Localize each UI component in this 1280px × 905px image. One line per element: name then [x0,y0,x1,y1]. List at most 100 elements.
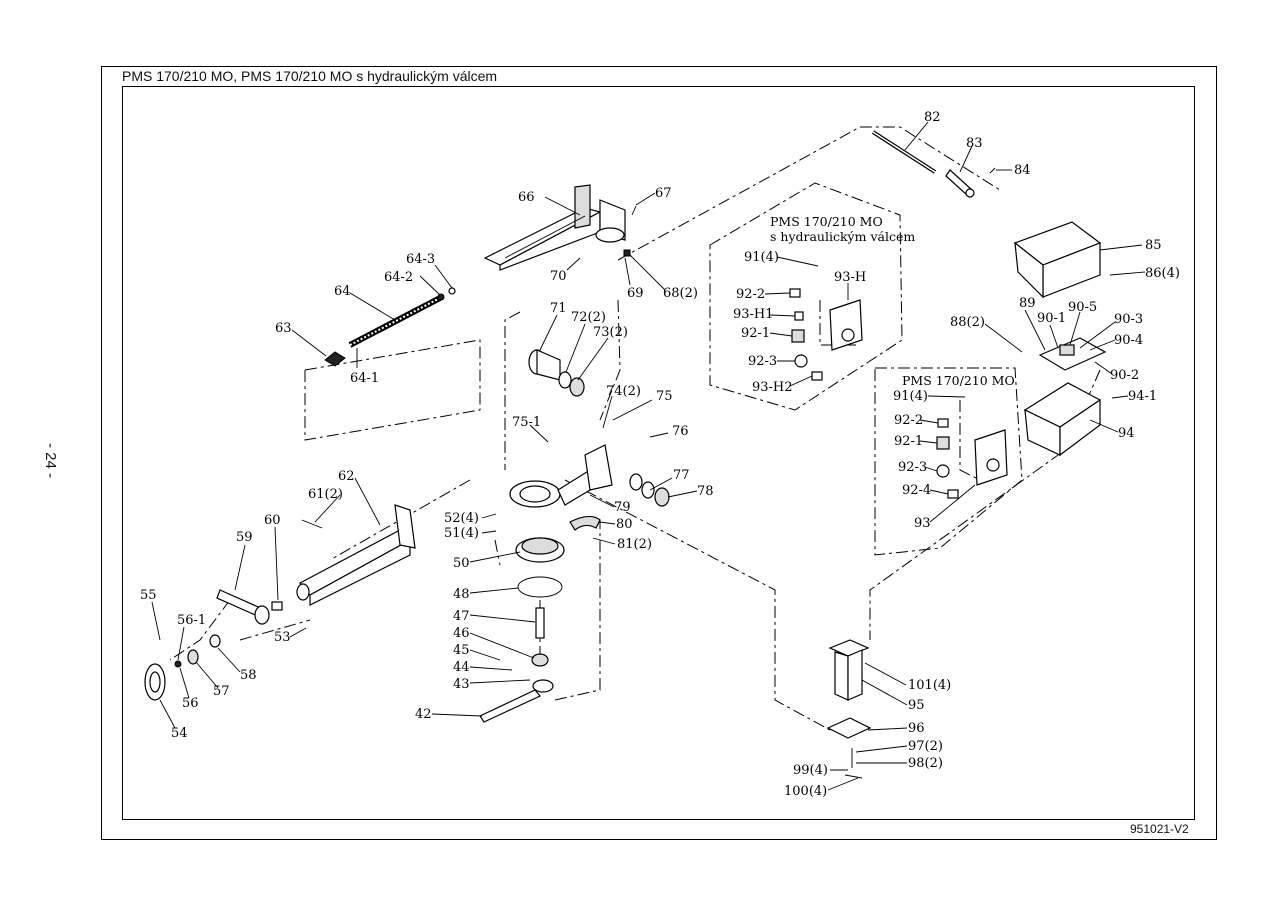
part-label: 78 [697,484,714,499]
part-label: 64-3 [406,252,435,267]
part-label: 68(2) [663,286,698,301]
part-85-cover [1013,221,1102,299]
part-label: 72(2) [571,310,606,325]
part-80-scale [569,515,601,531]
part-label: 58 [240,668,257,683]
part-label: 55 [140,588,157,603]
part-label: 93-H1 [733,307,774,322]
part-label: 56-1 [177,613,206,628]
parts-97-100-fasteners [844,748,863,779]
part-label: 75-1 [512,415,541,430]
part-label: 59 [236,530,253,545]
part-label: 93 [914,516,931,531]
part-label: 94-1 [1128,389,1157,404]
part-label: 92-2 [894,413,923,428]
part-label: 93-H [834,270,866,285]
part-label: 95 [908,698,925,713]
drawing-frame [122,86,1195,820]
part-label: 57 [213,684,230,699]
part-label: 92-2 [736,287,765,302]
part-label: 98(2) [908,756,943,771]
part-95-stand-column [828,639,870,701]
part-label: 48 [453,587,470,602]
part-label: 76 [672,424,689,439]
part-label: 71 [550,301,567,316]
part-label: 90-4 [1114,333,1143,348]
part-56-57-58-rings [174,634,221,668]
part-label: 86(4) [1145,266,1180,281]
part-label: 83 [966,136,983,151]
part-label: 60 [264,513,281,528]
part-label: 79 [614,500,631,515]
part-label: 93-H2 [752,380,793,395]
part-73-bearing [569,377,585,397]
part-label: 91(4) [744,250,779,265]
part-label: 54 [171,726,188,741]
part-label: 90-1 [1037,311,1066,326]
part-label: 81(2) [617,537,652,552]
part-68-bolt [623,249,631,257]
page-title: PMS 170/210 MO, PMS 170/210 MO s hydraul… [122,68,498,84]
part-label: 46 [453,626,470,641]
part-label: 53 [274,630,291,645]
part-label: 92-3 [748,354,777,369]
part-84-pin [989,167,996,174]
part-61-bolt [301,519,323,529]
part-42-wrench [479,679,554,723]
part-82-rod [871,130,937,174]
part-59-bracket [216,589,270,625]
part-label: 84 [1014,163,1031,178]
part-label: 63 [275,321,292,336]
part-label: 44 [453,660,470,675]
part-93-plate [974,429,1008,486]
part-label: 99(4) [793,763,828,778]
part-label: 101(4) [908,678,951,693]
part-label: 80 [616,517,633,532]
part-50-handwheel [515,537,565,563]
assembly-dash-lines [169,126,1101,731]
hydraulic-subassembly-subtitle: s hydraulickým válcem [770,229,915,244]
part-label: 62 [338,469,355,484]
part-label: 70 [550,269,567,284]
part-label: 89 [1019,296,1036,311]
part-66-jaw-body [483,184,626,271]
part-label: 92-1 [894,434,923,449]
part-label: 77 [673,468,690,483]
standard-subassembly-title: PMS 170/210 MO [902,373,1015,388]
part-63-nut [324,351,346,367]
leader-lines [151,121,1146,791]
part-label: 92-1 [741,326,770,341]
part-label: 97(2) [908,739,943,754]
part-label: 51(4) [444,526,479,541]
part-label: 88(2) [950,315,985,330]
part-label: 74(2) [606,384,641,399]
part-label: 69 [627,286,644,301]
part-label: 94 [1118,426,1135,441]
part-label: 66 [518,190,535,205]
part-label: 43 [453,677,470,692]
hydraulic-subassembly-title: PMS 170/210 MO [770,214,883,229]
part-94-electrical-box [1023,382,1102,457]
part-label: 64-1 [350,371,379,386]
part-71-bushing [528,349,561,381]
part-96-base-plate [826,717,872,739]
part-54-handwheel [144,663,166,701]
part-label: 67 [655,186,672,201]
part-label: 61(2) [308,487,343,502]
standard-subassembly-frame [874,367,1023,556]
part-label: 91(4) [893,389,928,404]
outer-frame [101,66,1217,840]
part-60-bushing [271,601,283,611]
part-92-standard-parts [936,418,959,499]
part-label: 85 [1145,238,1162,253]
part-label: 90-2 [1110,368,1139,383]
part-label: 42 [415,707,432,722]
part-label: 64-2 [384,270,413,285]
part-93-H-plate [829,299,863,351]
part-92-hydraulic-parts [789,288,823,381]
part-47-shaft [535,607,545,639]
part-label: 50 [453,556,470,571]
part-label: 90-3 [1114,312,1143,327]
part-label: 73(2) [593,325,628,340]
